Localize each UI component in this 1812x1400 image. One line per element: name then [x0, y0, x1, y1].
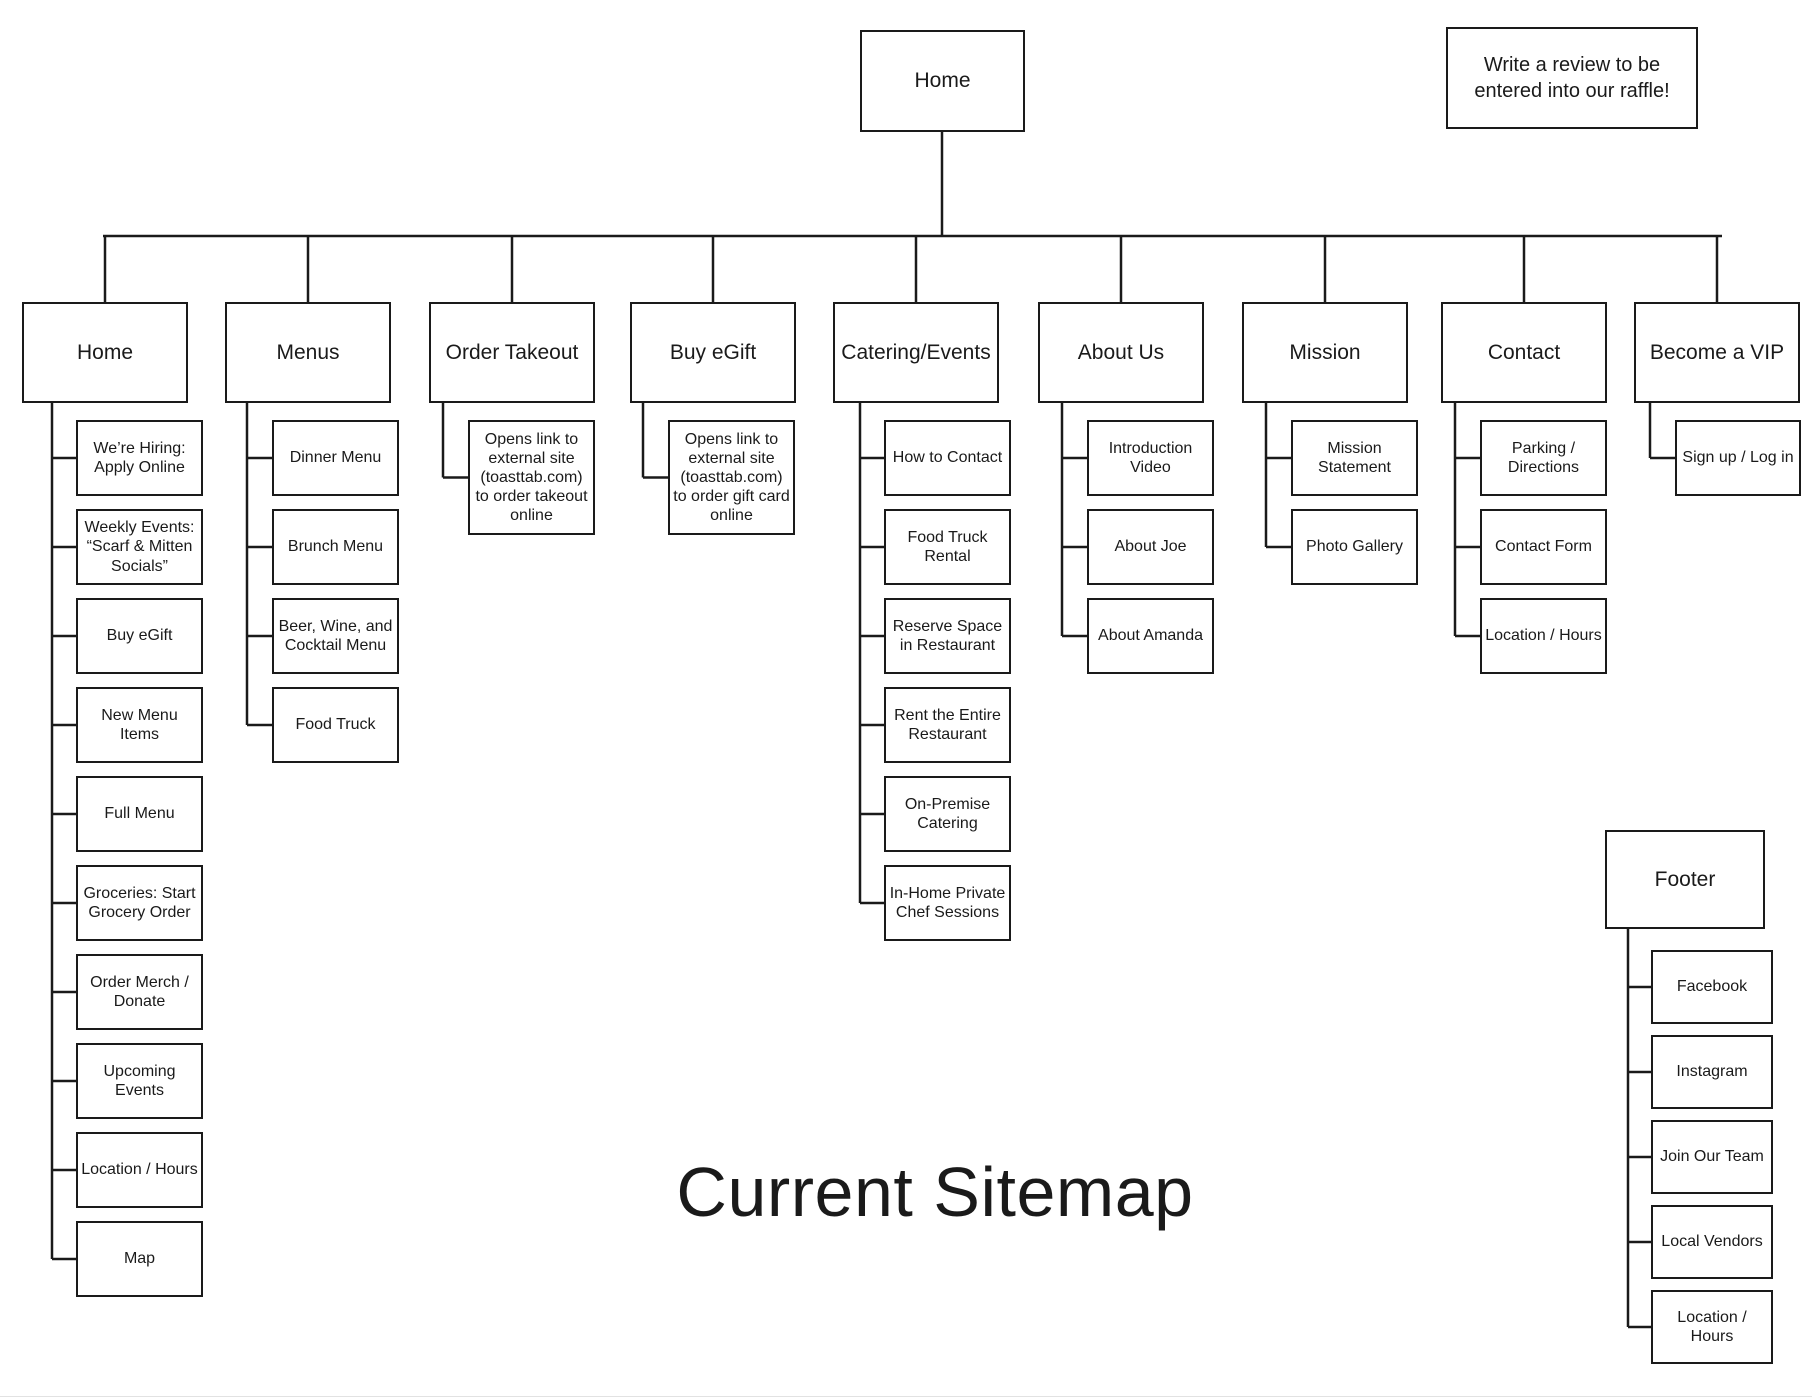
diagram-title: Current Sitemap — [676, 1153, 1194, 1231]
page-map: Map — [76, 1221, 203, 1297]
raffle-note-text: Write a review to be entered into our ra… — [1474, 54, 1670, 102]
page-contact-form-label: Contact Form — [1495, 538, 1592, 556]
section-buy-egift-label: Buy eGift — [669, 340, 757, 364]
footer-link-instagram-label: Instagram — [1676, 1063, 1748, 1081]
footer-link-instagram: Instagram — [1651, 1035, 1773, 1109]
page-weekly-events-scarf-mitten-socials-label: Weekly Events: “Scarf & Mitten Socials” — [84, 519, 195, 575]
page-we-re-hiring-apply-online: We’re Hiring: Apply Online — [76, 420, 203, 496]
page-upcoming-events: Upcoming Events — [76, 1043, 203, 1119]
page-food-truck-rental-label: Food Truck Rental — [907, 528, 988, 565]
bottom-divider — [0, 1396, 1812, 1397]
page-sign-up-log-in: Sign up / Log in — [1675, 420, 1801, 496]
page-map-label: Map — [123, 1250, 156, 1268]
page-introduction-video-label: Introduction Video — [1108, 439, 1193, 476]
section-about-us: About Us — [1038, 302, 1204, 403]
page-location-hours: Location / Hours — [1480, 598, 1607, 674]
page-mission-statement-label: Mission Statement — [1318, 439, 1391, 476]
page-location-hours-label: Location / Hours — [81, 1161, 198, 1179]
page-reserve-space-in-restaurant: Reserve Space in Restaurant — [884, 598, 1011, 674]
footer-link-facebook: Facebook — [1651, 950, 1773, 1024]
section-home-label: Home — [76, 340, 134, 364]
footer-link-join-our-team-label: Join Our Team — [1660, 1148, 1764, 1166]
footer-link-join-our-team: Join Our Team — [1651, 1120, 1773, 1194]
page-full-menu: Full Menu — [76, 776, 203, 852]
section-menus-label: Menus — [276, 340, 340, 364]
section-menus: Menus — [225, 302, 391, 403]
page-parking-directions: Parking / Directions — [1480, 420, 1607, 496]
section-become-a-vip: Become a VIP — [1634, 302, 1800, 403]
root-node-label: Home — [914, 69, 971, 93]
page-about-joe-label: About Joe — [1114, 538, 1187, 556]
page-food-truck-label: Food Truck — [295, 716, 376, 734]
footer-node-label: Footer — [1654, 867, 1716, 891]
section-buy-egift: Buy eGift — [630, 302, 796, 403]
page-opens-link-to-external-site-toasttab-com-to-order-gift-card-online-label: Opens link to external site (toasttab.co… — [673, 430, 790, 525]
page-order-merch-donate: Order Merch / Donate — [76, 954, 203, 1030]
page-how-to-contact-label: How to Contact — [892, 449, 1003, 467]
footer-link-local-vendors-label: Local Vendors — [1661, 1233, 1763, 1251]
page-food-truck: Food Truck — [272, 687, 399, 763]
page-on-premise-catering: On-Premise Catering — [884, 776, 1011, 852]
section-order-takeout: Order Takeout — [429, 302, 595, 403]
page-groceries-start-grocery-order-label: Groceries: Start Grocery Order — [83, 884, 196, 921]
page-location-hours: Location / Hours — [76, 1132, 203, 1208]
page-parking-directions-label: Parking / Directions — [1507, 439, 1580, 476]
footer-link-local-vendors: Local Vendors — [1651, 1205, 1773, 1279]
page-new-menu-items: New Menu Items — [76, 687, 203, 763]
section-order-takeout-label: Order Takeout — [445, 340, 579, 364]
page-dinner-menu: Dinner Menu — [272, 420, 399, 496]
page-upcoming-events-label: Upcoming Events — [103, 1062, 176, 1099]
footer-link-location-hours-label: Location / Hours — [1677, 1308, 1747, 1345]
page-buy-egift: Buy eGift — [76, 598, 203, 674]
page-order-merch-donate-label: Order Merch / Donate — [90, 973, 189, 1010]
section-home: Home — [22, 302, 188, 403]
page-weekly-events-scarf-mitten-socials: Weekly Events: “Scarf & Mitten Socials” — [76, 509, 203, 585]
page-photo-gallery: Photo Gallery — [1291, 509, 1418, 585]
section-catering-events: Catering/Events — [833, 302, 999, 403]
page-food-truck-rental: Food Truck Rental — [884, 509, 1011, 585]
page-mission-statement: Mission Statement — [1291, 420, 1418, 496]
section-catering-events-label: Catering/Events — [841, 340, 991, 364]
page-sign-up-log-in-label: Sign up / Log in — [1682, 449, 1794, 467]
page-brunch-menu: Brunch Menu — [272, 509, 399, 585]
page-groceries-start-grocery-order: Groceries: Start Grocery Order — [76, 865, 203, 941]
page-beer-wine-and-cocktail-menu-label: Beer, Wine, and Cocktail Menu — [278, 617, 393, 654]
page-in-home-private-chef-sessions: In-Home Private Chef Sessions — [884, 865, 1011, 941]
footer-link-location-hours: Location / Hours — [1651, 1290, 1773, 1364]
page-reserve-space-in-restaurant-label: Reserve Space in Restaurant — [892, 617, 1003, 654]
section-mission: Mission — [1242, 302, 1408, 403]
page-contact-form: Contact Form — [1480, 509, 1607, 585]
footer-node: Footer — [1605, 830, 1765, 929]
page-how-to-contact: How to Contact — [884, 420, 1011, 496]
section-contact-label: Contact — [1487, 340, 1561, 364]
page-on-premise-catering-label: On-Premise Catering — [904, 795, 991, 832]
page-in-home-private-chef-sessions-label: In-Home Private Chef Sessions — [889, 884, 1006, 921]
section-mission-label: Mission — [1289, 340, 1361, 364]
page-full-menu-label: Full Menu — [104, 805, 175, 823]
page-opens-link-to-external-site-toasttab-com-to-order-takeout-online-label: Opens link to external site (toasttab.co… — [475, 430, 588, 525]
raffle-note: Write a review to be entered into our ra… — [1446, 27, 1698, 129]
page-location-hours-label: Location / Hours — [1485, 627, 1602, 645]
page-new-menu-items-label: New Menu Items — [101, 706, 178, 743]
page-we-re-hiring-apply-online-label: We’re Hiring: Apply Online — [93, 439, 186, 476]
root-node-home: Home — [860, 30, 1025, 132]
page-rent-the-entire-restaurant: Rent the Entire Restaurant — [884, 687, 1011, 763]
page-brunch-menu-label: Brunch Menu — [287, 538, 384, 556]
page-opens-link-to-external-site-toasttab-com-to-order-gift-card-online: Opens link to external site (toasttab.co… — [668, 420, 795, 535]
page-about-amanda: About Amanda — [1087, 598, 1214, 674]
page-photo-gallery-label: Photo Gallery — [1306, 538, 1403, 556]
page-about-joe: About Joe — [1087, 509, 1214, 585]
page-beer-wine-and-cocktail-menu: Beer, Wine, and Cocktail Menu — [272, 598, 399, 674]
page-dinner-menu-label: Dinner Menu — [289, 449, 382, 467]
page-rent-the-entire-restaurant-label: Rent the Entire Restaurant — [894, 706, 1001, 743]
section-about-us-label: About Us — [1077, 340, 1165, 364]
page-opens-link-to-external-site-toasttab-com-to-order-takeout-online: Opens link to external site (toasttab.co… — [468, 420, 595, 535]
page-about-amanda-label: About Amanda — [1098, 627, 1203, 645]
section-become-a-vip-label: Become a VIP — [1649, 340, 1785, 364]
footer-link-facebook-label: Facebook — [1676, 978, 1748, 996]
section-contact: Contact — [1441, 302, 1607, 403]
page-buy-egift-label: Buy eGift — [106, 627, 173, 645]
page-introduction-video: Introduction Video — [1087, 420, 1214, 496]
